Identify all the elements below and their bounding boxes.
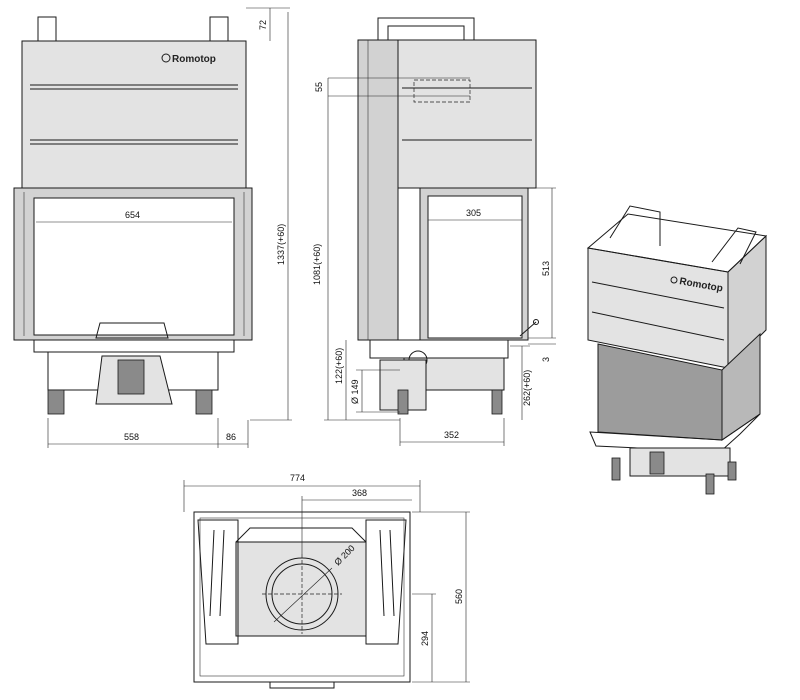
romotop-logo-front: Romotop [161,53,216,65]
dim-side-small-gap: 3 [541,357,551,362]
dim-side-glass-height: 513 [541,261,551,276]
iso-handle-right [711,227,757,265]
front-upper-chamber [21,40,247,189]
side-view: 55 1081(+60) 305 513 3 122(+60) Ø 149 26… [312,17,556,446]
dim-side-bottom-front: 262(+60) [522,370,532,406]
dim-front-glass-width: 654 [125,210,140,220]
front-top-handle-left [37,16,57,42]
dim-side-height: 1081(+60) [312,244,322,285]
dim-front-top-height: 72 [258,20,268,30]
dim-side-top-offset: 55 [314,82,324,92]
side-top-handle [377,17,475,40]
dim-front-total-height: 1337(+60) [276,224,286,265]
dim-front-side: 86 [226,432,236,442]
front-glass [33,197,235,336]
side-glass [427,195,523,339]
side-base [369,339,509,359]
front-grate [95,322,169,339]
iso-handle-left [609,205,661,246]
side-upper-chamber [397,39,537,189]
dim-side-glass-width: 305 [466,208,481,218]
dim-side-flue-diameter: Ø 149 [350,379,360,404]
plan-bracket-right [365,519,407,645]
front-view: Romotop 72 1337(+60) 654 558 86 [13,7,292,448]
plan-bracket-left [197,519,239,645]
side-rear-column [357,39,399,341]
dim-plan-half-depth: 294 [420,631,430,646]
dim-plan-depth: 560 [454,589,464,604]
plan-view: 774 368 Ø 200 560 294 [183,473,470,689]
dim-side-bottom-rear: 122(+60) [334,348,344,384]
dim-plan-width: 774 [290,473,305,483]
dim-side-depth: 352 [444,430,459,440]
dim-front-width: 558 [124,432,139,442]
romotop-logo-text: Romotop [172,54,216,65]
dim-plan-half-width: 368 [352,488,367,498]
front-top-handle-right [209,16,229,42]
isometric-view: Romotop [586,205,768,495]
